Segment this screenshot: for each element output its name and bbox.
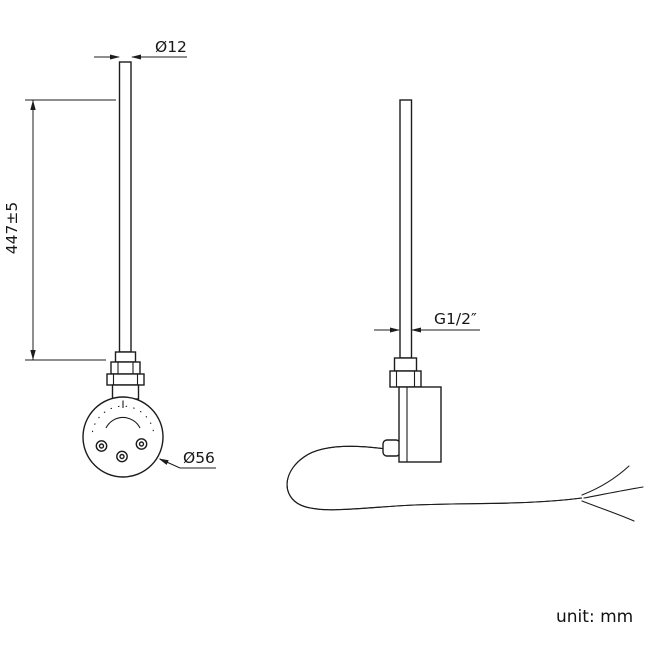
arrowhead <box>30 100 36 110</box>
union-fitting-front <box>106 351 145 400</box>
wire-middle <box>583 486 644 499</box>
fitting-neck-top <box>114 351 137 363</box>
length-dimension: 447±5 <box>3 99 116 361</box>
heating-rod-side <box>399 99 413 359</box>
head-diameter-label: Ø56 <box>183 449 215 467</box>
heating-rod-front <box>118 61 132 353</box>
side-view-dimensions: G1/2″ <box>374 310 480 333</box>
screw-right <box>135 438 148 450</box>
power-cable <box>286 445 583 511</box>
arrowhead <box>390 327 400 333</box>
thread-label: G1/2″ <box>434 310 477 328</box>
side-view <box>286 99 644 522</box>
nut-top <box>393 357 418 372</box>
control-body <box>398 386 442 463</box>
length-label: 447±5 <box>3 202 21 254</box>
cable-gland <box>382 439 401 457</box>
thermostat-head-outline <box>82 396 164 478</box>
cable-wires <box>581 465 644 522</box>
arrowhead <box>158 458 169 465</box>
wire-bottom <box>581 500 635 522</box>
unit-label: unit: mm <box>556 607 633 627</box>
fitting-collar <box>106 373 145 386</box>
thermostat-head <box>82 396 164 478</box>
front-view <box>82 61 164 478</box>
rod-diameter-dimension: Ø12 <box>94 38 187 60</box>
nut-collar <box>389 370 422 388</box>
arrowhead <box>110 54 120 60</box>
wire-top <box>581 465 630 496</box>
arrowhead <box>411 327 421 333</box>
union-nut-side <box>389 357 422 388</box>
cable-sheath-fill <box>286 445 583 511</box>
dial-arc <box>105 416 141 429</box>
arrowhead <box>30 350 36 360</box>
screw-center <box>116 450 128 463</box>
screw-left <box>95 440 108 452</box>
fitting-hex-nut <box>110 361 141 375</box>
head-diameter-dimension: Ø56 <box>158 449 216 469</box>
front-view-dimensions: Ø12 447±5 Ø56 <box>3 38 216 469</box>
arrowhead <box>131 54 141 60</box>
rod-diameter-label: Ø12 <box>155 38 187 56</box>
thread-dimension: G1/2″ <box>374 310 480 333</box>
